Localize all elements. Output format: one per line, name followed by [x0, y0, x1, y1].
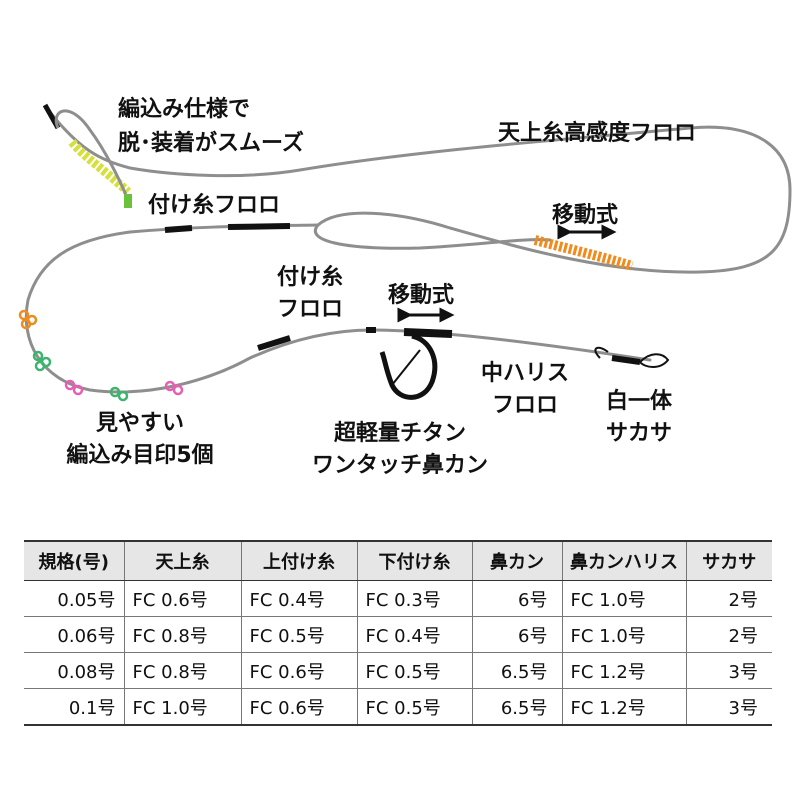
table-cell: 2号	[685, 616, 772, 653]
label-leader-2: フロロ	[491, 393, 558, 418]
table-cell: FC 1.2号	[561, 688, 686, 726]
table-cell: FC 0.4号	[240, 580, 357, 617]
table-cell: 3号	[685, 688, 772, 726]
label-marks-1: 見やすい	[95, 411, 184, 436]
header-nose-ring: 鼻カン	[471, 540, 562, 581]
label-hook-1: 白一体	[605, 389, 672, 414]
table-cell: FC 0.5号	[356, 688, 472, 726]
header-nose-ring-leader: 鼻カンハリス	[561, 540, 686, 581]
main-line	[48, 110, 792, 274]
label-upper-line: 付け糸フロロ	[148, 193, 281, 218]
table-cell: FC 0.8号	[123, 652, 241, 689]
table-row: 0.05号 FC 0.6号 FC 0.4号 FC 0.3号 6号 FC 1.0号…	[24, 580, 772, 617]
label-lower-line-2: フロロ	[276, 297, 343, 322]
table-cell: 0.06号	[24, 616, 124, 653]
table-cell: FC 0.6号	[240, 688, 357, 726]
nose-ring	[379, 333, 438, 400]
table-cell: FC 0.6号	[240, 652, 357, 689]
header-main-line: 天上糸	[123, 540, 241, 581]
table-cell: FC 0.5号	[240, 616, 357, 653]
table-cell: FC 0.3号	[356, 580, 472, 617]
table-cell: 2号	[685, 580, 772, 617]
spec-table: 規格(号) 天上糸 上付け糸 下付け糸 鼻カン 鼻カンハリス サカサ 0.05号…	[24, 540, 772, 726]
header-size: 規格(号)	[24, 540, 124, 581]
header-sakasa: サカサ	[685, 540, 772, 581]
nose-ring-clip	[391, 349, 421, 386]
label-hook-2: サカサ	[605, 421, 672, 446]
table-cell: 0.08号	[24, 652, 124, 689]
label-nose-ring-1: 超軽量チタン	[333, 421, 466, 446]
table-cell: 0.1号	[24, 688, 124, 726]
label-leader-1: 中ハリス	[480, 361, 569, 386]
movable-sleeve-mid	[403, 328, 453, 338]
braid-tip	[124, 194, 132, 208]
loop-end	[54, 109, 130, 201]
label-braid-spec-1: 編込み仕様で	[118, 97, 251, 122]
sleeve-upper-1	[164, 225, 193, 233]
table-cell: FC 1.0号	[561, 580, 686, 617]
table-cell: FC 0.6号	[123, 580, 241, 617]
table-row: 0.06号 FC 0.8号 FC 0.5号 FC 0.4号 6号 FC 1.0号…	[24, 616, 772, 653]
mark-green-2	[109, 386, 129, 402]
table-cell: 6.5号	[471, 652, 562, 689]
mark-green	[32, 350, 52, 372]
table-cell: 6号	[471, 616, 562, 653]
movable-sleeve-top	[533, 235, 634, 271]
table-cell: 6号	[471, 580, 562, 617]
label-movable-mid: 移動式	[388, 283, 455, 308]
leader-line	[370, 328, 652, 362]
mark-orange	[18, 309, 38, 330]
table-cell: FC 1.0号	[123, 688, 241, 726]
header-upper-line: 上付け糸	[240, 540, 357, 581]
hook-wrap	[611, 355, 641, 365]
mark-pink-2	[164, 380, 184, 396]
table-row: 0.08号 FC 0.8号 FC 0.6号 FC 0.5号 6.5号 FC 1.…	[24, 652, 772, 689]
label-braid-spec-2: 脱･装着がスムーズ	[118, 131, 304, 156]
sleeve-upper-2	[227, 223, 291, 230]
table-cell: FC 0.4号	[356, 616, 472, 653]
header-lower-line: 下付け糸	[356, 540, 472, 581]
label-marks-2: 編込み目印5個	[66, 443, 214, 468]
table-cell: FC 0.5号	[356, 652, 472, 689]
label-movable-top: 移動式	[552, 203, 619, 228]
sleeve-lower	[257, 335, 291, 351]
mark-pink-1	[64, 379, 84, 396]
table-cell: 3号	[685, 652, 772, 689]
table-cell: FC 1.2号	[561, 652, 686, 689]
hook	[594, 346, 670, 368]
table-cell: FC 1.0号	[561, 616, 686, 653]
table-cell: FC 0.8号	[123, 616, 241, 653]
label-nose-ring-2: ワンタッチ鼻カン	[311, 453, 488, 478]
table-row: 0.1号 FC 1.0号 FC 0.6号 FC 0.5号 6.5号 FC 1.2…	[24, 688, 772, 726]
table-cell: 6.5号	[471, 688, 562, 726]
rig-diagram	[18, 103, 792, 402]
table-header-row: 規格(号) 天上糸 上付け糸 下付け糸 鼻カン 鼻カンハリス サカサ	[24, 540, 772, 581]
label-main-line: 天上糸高感度フロロ	[498, 121, 697, 146]
label-lower-line-1: 付け糸	[276, 265, 343, 290]
table-cell: 0.05号	[24, 580, 124, 617]
